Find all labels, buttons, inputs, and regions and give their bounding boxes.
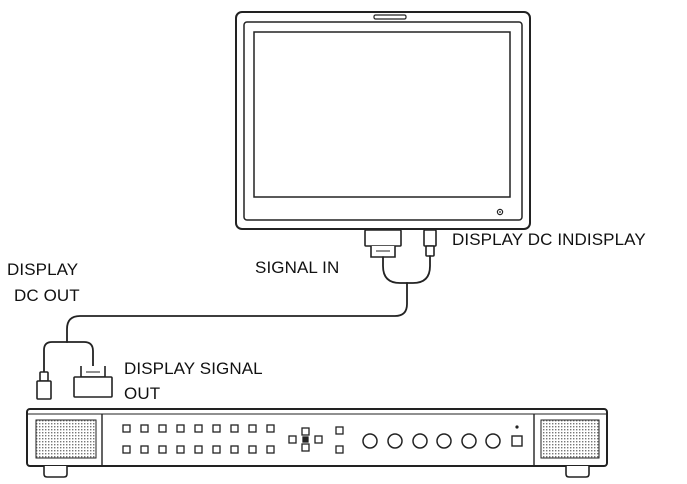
rotary-knobs bbox=[362, 433, 501, 449]
rotary-knob bbox=[485, 433, 501, 449]
dc-cable-lower bbox=[43, 341, 68, 373]
function-button bbox=[266, 424, 275, 433]
function-button bbox=[176, 424, 185, 433]
signal-cable-upper bbox=[382, 256, 408, 284]
function-button bbox=[212, 445, 221, 454]
dpad-down-button bbox=[301, 443, 310, 452]
left-speaker-grille bbox=[35, 419, 97, 459]
right-speaker-grille bbox=[540, 419, 600, 459]
function-button bbox=[266, 445, 275, 454]
function-button bbox=[176, 445, 185, 454]
power-indicator-icon bbox=[496, 208, 504, 216]
dc-out-connector bbox=[36, 371, 52, 400]
rotary-knob bbox=[387, 433, 403, 449]
monitor bbox=[235, 11, 531, 230]
signal-cable-lower bbox=[66, 341, 94, 367]
function-button bbox=[158, 445, 167, 454]
display-dc-in-label: DISPLAY DC INDISPLAY bbox=[452, 230, 646, 249]
function-button bbox=[230, 445, 239, 454]
function-buttons bbox=[122, 424, 275, 454]
display-dc-out-label-line1: DISPLAY bbox=[7, 260, 79, 279]
function-button bbox=[194, 424, 203, 433]
function-button bbox=[194, 445, 203, 454]
signal-in-connector bbox=[364, 229, 402, 258]
dc-cable-upper bbox=[406, 255, 431, 284]
rotary-knob bbox=[436, 433, 452, 449]
function-button bbox=[212, 424, 221, 433]
function-button bbox=[158, 424, 167, 433]
cables bbox=[43, 255, 431, 373]
menu-button bbox=[335, 426, 344, 435]
signal-in-label: SIGNAL IN bbox=[255, 258, 340, 277]
dpad-center-button bbox=[302, 436, 309, 443]
left-foot bbox=[43, 466, 68, 478]
rotary-knob bbox=[362, 433, 378, 449]
function-button bbox=[248, 424, 257, 433]
combined-cable bbox=[66, 282, 408, 343]
dpad-up-button bbox=[301, 427, 310, 436]
signal-out-connector bbox=[73, 366, 113, 398]
rotary-knob bbox=[412, 433, 428, 449]
display-signal-out-label-line2: OUT bbox=[124, 384, 161, 403]
right-foot bbox=[565, 466, 590, 478]
dc-in-connector bbox=[423, 229, 437, 257]
monitor-screen bbox=[253, 31, 511, 198]
function-button bbox=[140, 424, 149, 433]
function-button bbox=[122, 424, 131, 433]
enter-button bbox=[335, 445, 344, 454]
power-button bbox=[511, 425, 523, 447]
function-button bbox=[230, 424, 239, 433]
dpad-left-button bbox=[288, 435, 297, 444]
function-button bbox=[248, 445, 257, 454]
function-button bbox=[122, 445, 131, 454]
display-dc-out-label-line2: DC OUT bbox=[14, 286, 80, 305]
dpad-right-button bbox=[314, 435, 323, 444]
function-button bbox=[140, 445, 149, 454]
display-signal-out-label-line1: DISPLAY SIGNAL bbox=[124, 359, 263, 378]
monitor-top-sensor bbox=[373, 14, 407, 20]
direction-pad bbox=[288, 426, 344, 454]
rotary-knob bbox=[461, 433, 477, 449]
